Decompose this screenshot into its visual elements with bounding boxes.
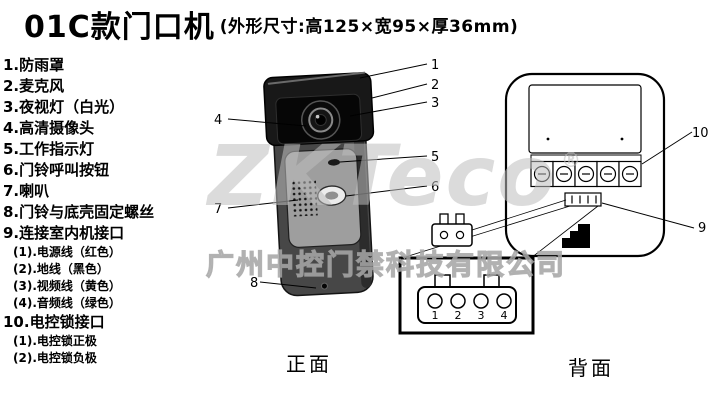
parts-list-item: 2.麦克风 bbox=[3, 77, 65, 95]
plug-pin bbox=[450, 293, 466, 309]
callout-number: 1 bbox=[431, 58, 439, 73]
parts-list-item: 3.夜视灯（白光） bbox=[3, 98, 125, 116]
parts-list-item: 5.工作指示灯 bbox=[3, 140, 95, 158]
parts-list-subitem: (1).电源线（红色） bbox=[13, 245, 121, 259]
indoor-unit-connector bbox=[564, 192, 602, 207]
page-title: 01C款门口机 bbox=[24, 10, 215, 45]
parts-list-subitem: (1).电控锁正极 bbox=[13, 334, 97, 348]
parts-list-subitem: (3).视频线（黄色） bbox=[13, 279, 121, 293]
parts-list-item: 8.门铃与底壳固定螺丝 bbox=[3, 203, 155, 221]
parts-list-item: 1.防雨罩 bbox=[3, 56, 65, 74]
fixing-screw bbox=[320, 282, 328, 290]
back-view-caption: 背面 bbox=[568, 356, 614, 380]
pin-number: 1 bbox=[432, 309, 439, 322]
page-header: 01C款门口机 (外形尺寸:高125×宽95×厚36mm) bbox=[24, 2, 518, 46]
device-diagrams: 1 2 3 4 5 6 7 8 bbox=[214, 58, 709, 335]
lock-plug-2pin bbox=[431, 213, 473, 247]
panel-mark bbox=[546, 137, 550, 141]
callout-number: 7 bbox=[214, 202, 222, 217]
parts-list-item: 6.门铃呼叫按钮 bbox=[3, 161, 110, 179]
pin-number: 4 bbox=[501, 309, 508, 322]
callout-number: 2 bbox=[431, 78, 439, 93]
mounting-step bbox=[562, 224, 590, 248]
speaker-grille bbox=[290, 179, 318, 217]
pin-number: 3 bbox=[478, 309, 485, 322]
parts-list-subitem: (4).音频线（绿色） bbox=[13, 296, 121, 310]
magnifier-lines bbox=[401, 199, 599, 259]
plug-pin bbox=[427, 293, 443, 309]
plug-pin bbox=[496, 293, 512, 309]
indicator-light bbox=[327, 159, 340, 166]
plug-body-4pin bbox=[417, 286, 517, 324]
callout-number: 4 bbox=[214, 113, 222, 128]
back-inner-panel bbox=[528, 84, 642, 154]
call-button-center bbox=[325, 191, 339, 200]
parts-list-item: 9.连接室内机接口 bbox=[3, 224, 125, 242]
parts-list-item: 7.喇叭 bbox=[3, 182, 50, 200]
hood-highlight bbox=[267, 71, 366, 85]
plug-pin bbox=[473, 293, 489, 309]
parts-list-item: 10.电控锁接口 bbox=[3, 313, 105, 331]
parts-list-item: 4.高清摄像头 bbox=[3, 119, 95, 137]
lens-glint bbox=[315, 114, 320, 119]
terminal-block bbox=[530, 160, 642, 188]
callout-number: 8 bbox=[250, 276, 258, 291]
callout-number: 6 bbox=[431, 180, 439, 195]
terminal-bar bbox=[530, 154, 642, 162]
parts-list: 1.防雨罩 2.麦克风 3.夜视灯（白光） 4.高清摄像头 5.工作指示灯 6.… bbox=[3, 55, 154, 367]
back-leader-lines bbox=[601, 131, 695, 229]
device-body-shadow bbox=[352, 102, 372, 288]
callout-number: 10 bbox=[692, 126, 709, 141]
parts-list-subitem: (2).地线（黑色） bbox=[13, 262, 109, 276]
dimensions-note: (外形尺寸:高125×宽95×厚36mm) bbox=[219, 16, 519, 37]
callout-number: 3 bbox=[431, 96, 439, 111]
front-view-drawing bbox=[263, 71, 375, 297]
front-leader-lines bbox=[227, 63, 428, 289]
callout-number: 9 bbox=[698, 221, 706, 236]
parts-list-subitem: (2).电控锁负极 bbox=[13, 351, 97, 365]
panel-mark bbox=[620, 137, 624, 141]
callout-number: 5 bbox=[431, 150, 439, 165]
front-view-caption: 正面 bbox=[286, 352, 332, 376]
pin-number: 2 bbox=[455, 309, 462, 322]
back-view-drawing bbox=[504, 72, 666, 258]
connector-detail-box: 1 2 3 4 bbox=[398, 256, 535, 335]
